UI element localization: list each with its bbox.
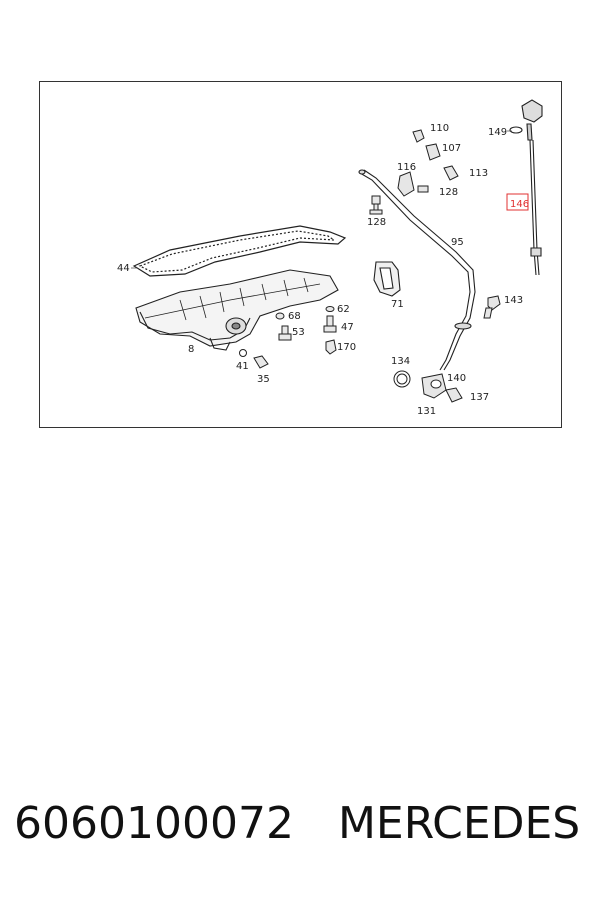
plug-143-drawing bbox=[483, 295, 501, 319]
parts-diagram: 149 110 107 116 113 128 146 128 95 44 71… bbox=[39, 81, 562, 428]
part-number: 6060100072 bbox=[14, 798, 294, 849]
small-fasteners-drawing bbox=[239, 306, 337, 369]
oil-pan-gasket-drawing bbox=[132, 225, 347, 277]
callout-41: 41 bbox=[236, 361, 249, 372]
callout-140: 140 bbox=[447, 373, 466, 384]
callout-47: 47 bbox=[341, 322, 354, 333]
callout-149: 149 bbox=[488, 127, 507, 138]
upper-clamp-cluster-drawing bbox=[397, 129, 459, 197]
callout-53: 53 bbox=[292, 327, 305, 338]
callout-62: 62 bbox=[337, 304, 350, 315]
callout-71: 71 bbox=[391, 299, 404, 310]
oil-pan-drawing bbox=[135, 269, 339, 351]
callout-68: 68 bbox=[288, 311, 301, 322]
bracket-drawing bbox=[373, 261, 401, 297]
callout-143: 143 bbox=[504, 295, 523, 306]
callout-128-upper: 128 bbox=[439, 187, 458, 198]
callout-35: 35 bbox=[257, 374, 270, 385]
callout-113: 113 bbox=[469, 168, 488, 179]
callout-110: 110 bbox=[430, 123, 449, 134]
callout-146: 146 bbox=[510, 199, 529, 210]
dipstick-guide-tube-drawing bbox=[358, 169, 476, 371]
brand-name: MERCEDES bbox=[337, 798, 581, 849]
callout-44: 44 bbox=[117, 263, 130, 274]
callout-131: 131 bbox=[417, 406, 436, 417]
callout-128-lower: 128 bbox=[367, 217, 386, 228]
callout-137: 137 bbox=[470, 392, 489, 403]
diagram-frame bbox=[39, 81, 562, 428]
lower-seal-cluster-drawing bbox=[393, 370, 463, 403]
part-caption: 6060100072 MERCEDES bbox=[14, 798, 594, 849]
callout-8: 8 bbox=[188, 344, 194, 355]
highlight-box-146 bbox=[506, 193, 529, 211]
callout-170: 170 bbox=[337, 342, 356, 353]
callout-116: 116 bbox=[397, 162, 416, 173]
callout-134: 134 bbox=[391, 356, 410, 367]
bolt-128-drawing bbox=[369, 195, 383, 215]
dipstick-drawing bbox=[509, 99, 543, 276]
callout-95: 95 bbox=[451, 237, 464, 248]
callout-107: 107 bbox=[442, 143, 461, 154]
leader-lines bbox=[131, 130, 512, 269]
